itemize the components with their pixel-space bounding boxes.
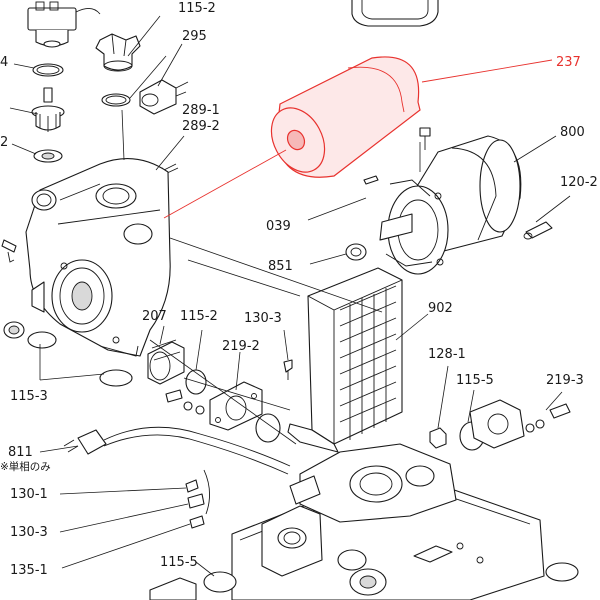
impeller-part: [31, 87, 65, 132]
block-128-1: [429, 427, 447, 449]
pressure-switch-part: [27, 1, 101, 48]
power-plug-811: [63, 426, 291, 475]
small-parts-130-1: [185, 469, 210, 529]
label-219-3: 219-3: [546, 373, 584, 388]
base-frame: [231, 443, 545, 600]
label-115-5-right: 115-5: [456, 373, 494, 388]
small-bolt-top: [419, 127, 431, 150]
check-valve-207: [147, 339, 185, 385]
label-115-5-bottom: 115-5: [160, 555, 198, 570]
bottom-right-part: [545, 562, 579, 582]
cross-fitting-part: [95, 33, 141, 72]
o-ring-219-2: [255, 413, 281, 443]
bolt-set-207: [165, 389, 205, 415]
tank-237-highlighted: [270, 56, 421, 178]
pump-casing: [25, 158, 171, 357]
motor-800: [379, 135, 522, 275]
label-130-3-bottom: 130-3: [10, 525, 48, 540]
cooling-box-902: [287, 267, 403, 453]
label-115-2-top: 115-2: [178, 1, 216, 16]
label-120-2: 120-2: [560, 175, 598, 190]
pin-039: [363, 175, 379, 185]
o-ring-115-3-lower: [99, 369, 133, 387]
label-130-3-top: 130-3: [244, 311, 282, 326]
bolt-left: [1, 239, 17, 263]
label-851: 851: [268, 259, 293, 274]
label-902: 902: [428, 301, 453, 316]
flange-219-3: [469, 399, 525, 449]
label-219-2: 219-2: [222, 339, 260, 354]
bottom-left-fitting: [149, 577, 197, 600]
label-left-2: 2: [0, 135, 8, 150]
o-ring-115-5-bottom: [203, 571, 237, 593]
label-135-1: 135-1: [10, 563, 48, 578]
label-leader-lines: [9, 15, 571, 577]
label-207: 207: [142, 309, 167, 324]
valve-295-part: [139, 79, 189, 115]
flange-219-2: [209, 381, 263, 431]
washer-left: [33, 149, 63, 163]
label-295: 295: [182, 29, 207, 44]
label-115-3: 115-3: [10, 389, 48, 404]
label-128-1: 128-1: [428, 347, 466, 362]
o-ring-115-2-top: [101, 93, 131, 107]
label-237: 237: [556, 55, 581, 70]
assembly-guide-lines: [121, 109, 421, 445]
note-811-single-phase: ※単相のみ: [0, 460, 51, 473]
label-800: 800: [560, 125, 585, 140]
washer-851: [345, 243, 367, 261]
part-labels: 237 800 120-2 115-2 295 289-1 289-2 039 …: [0, 1, 598, 578]
label-289-1: 289-1: [182, 103, 220, 118]
drain-plug-left: [3, 321, 25, 339]
label-left-4: 4: [0, 55, 8, 70]
label-130-1: 130-1: [10, 487, 48, 502]
label-039: 039: [266, 219, 291, 234]
small-o-ring-top-left: [32, 63, 64, 77]
o-ring-115-3-upper: [27, 331, 57, 349]
label-115-2-mid: 115-2: [180, 309, 218, 324]
label-289-2: 289-2: [182, 119, 220, 134]
screw-130-3-top: [283, 359, 293, 380]
bolt-120-2: [523, 221, 553, 240]
bolt-set-219-3: [525, 403, 571, 433]
top-right-cover-part: [351, 0, 439, 27]
label-811: 811: [8, 445, 33, 460]
